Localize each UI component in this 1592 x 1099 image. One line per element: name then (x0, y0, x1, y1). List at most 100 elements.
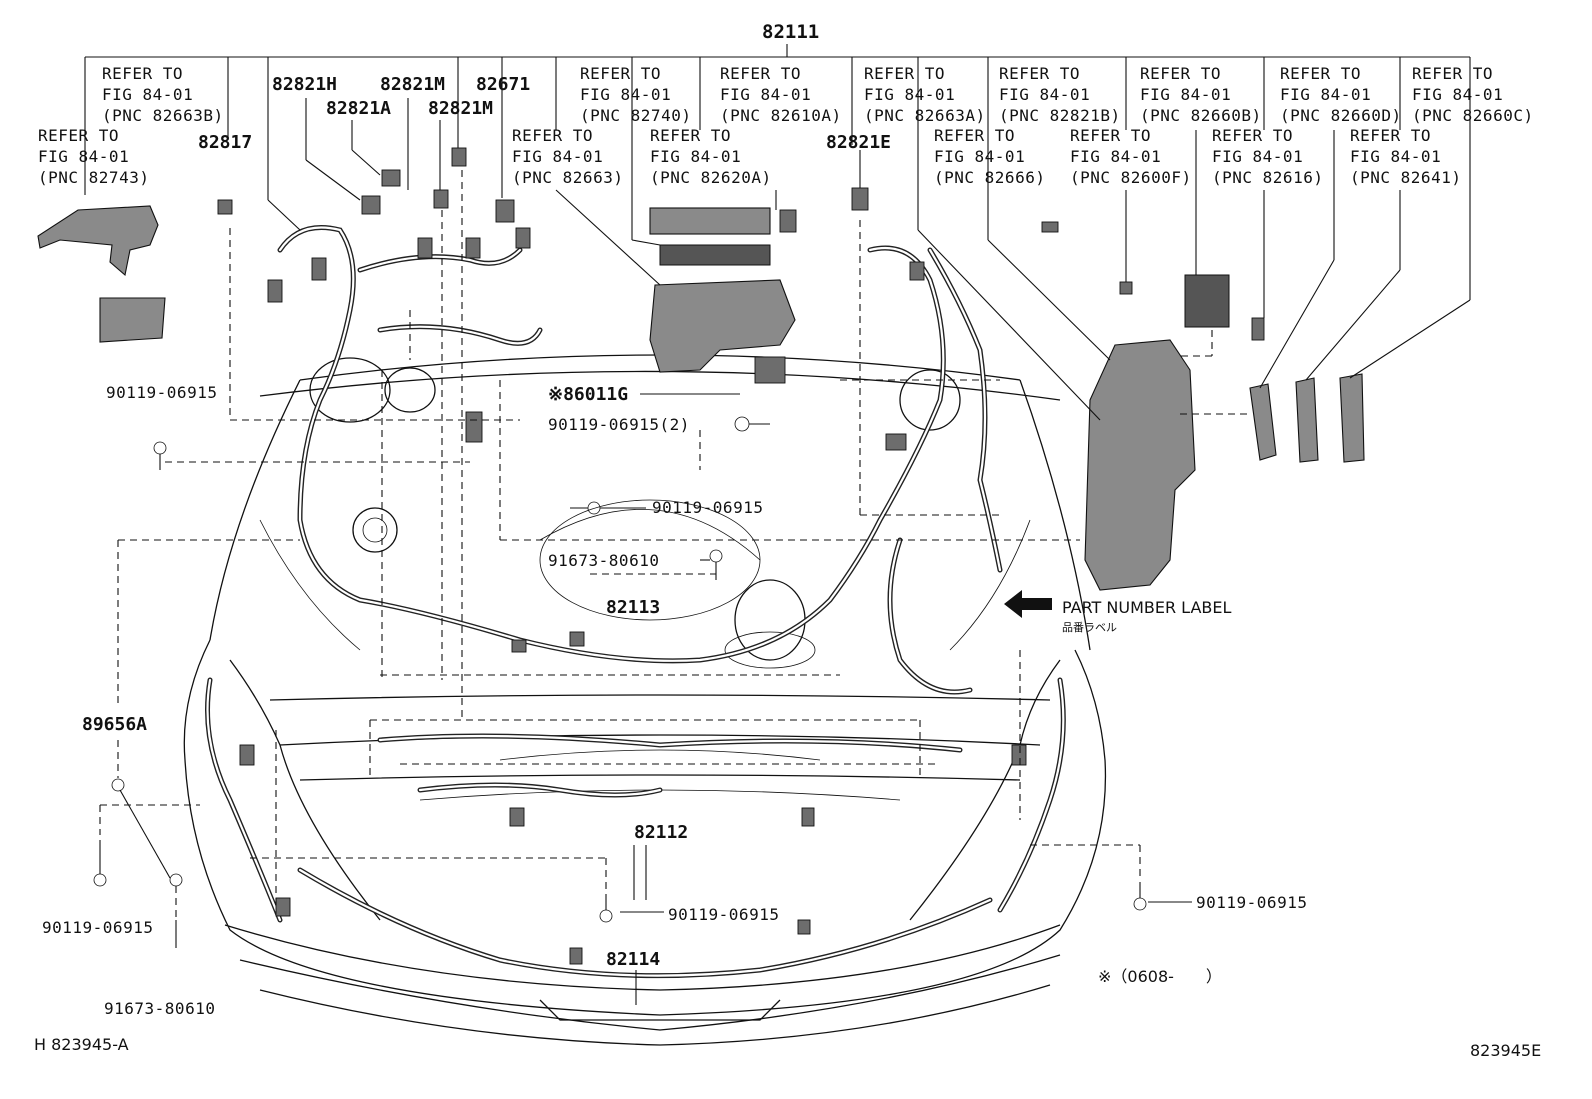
svg-text:FIG 84-01: FIG 84-01 (864, 85, 955, 104)
footnote: ※（0608- ） (1098, 967, 1222, 986)
callout-ref-82616: REFER TO FIG 84-01 (PNC 82616) (1212, 126, 1323, 187)
bolts (93, 416, 1147, 948)
engine-harness (277, 225, 1003, 695)
diagram-id-left: H 823945-A (34, 1035, 129, 1054)
part-label-82113: 82113 (606, 597, 660, 618)
svg-text:FIG 84-01: FIG 84-01 (650, 147, 741, 166)
svg-text:REFER TO: REFER TO (1212, 126, 1293, 145)
callout-ref-82663b: REFER TO FIG 84-01 (PNC 82663B) (102, 64, 224, 125)
svg-text:(PNC 82663): (PNC 82663) (512, 168, 623, 187)
part-label-90119-06915-left-bot: 90119-06915 (42, 918, 153, 937)
svg-text:FIG 84-01: FIG 84-01 (999, 85, 1090, 104)
part-label-91673-80610-left: 91673-80610 (104, 999, 215, 1018)
svg-text:(PNC 82610A): (PNC 82610A) (720, 106, 842, 125)
svg-text:FIG 84-01: FIG 84-01 (720, 85, 811, 104)
relay-block-82740 (649, 207, 797, 266)
svg-text:FIG 84-01: FIG 84-01 (102, 85, 193, 104)
callout-ref-82610a: REFER TO FIG 84-01 (PNC 82610A) (720, 64, 842, 125)
part-label-82112: 82112 (634, 822, 688, 843)
main-part-number: 82111 (762, 21, 819, 43)
svg-text:(PNC 82660D): (PNC 82660D) (1280, 106, 1402, 125)
main-part-bracket: 82111 (84, 21, 1471, 300)
svg-text:REFER TO: REFER TO (720, 64, 801, 83)
callout-ref-82663: REFER TO FIG 84-01 (PNC 82663) (512, 126, 623, 187)
svg-text:REFER TO: REFER TO (512, 126, 593, 145)
svg-text:(PNC 82743): (PNC 82743) (38, 168, 149, 187)
svg-text:REFER TO: REFER TO (934, 126, 1015, 145)
svg-text:FIG 84-01: FIG 84-01 (512, 147, 603, 166)
junction-block-right (1084, 274, 1265, 591)
relays-82660 (1249, 373, 1365, 463)
part-label-90119-06915-mid: 90119-06915 (652, 498, 763, 517)
svg-text:(PNC 82663B): (PNC 82663B) (102, 106, 224, 125)
part-label-82821m-2: 82821M (428, 98, 493, 119)
part-label-91673-80610-mid: 91673-80610 (548, 551, 659, 570)
svg-text:FIG 84-01: FIG 84-01 (1212, 147, 1303, 166)
svg-text:(PNC 82660C): (PNC 82660C) (1412, 106, 1534, 125)
front-harness (205, 677, 1066, 979)
arrow-icon (1004, 590, 1052, 618)
part-label-90119-06915-left-top: 90119-06915 (106, 383, 217, 402)
part-label-90119-06915-2: 90119-06915(2) (548, 415, 690, 434)
part-label-82821m-1: 82821M (380, 74, 445, 95)
callout-ref-82663a: REFER TO FIG 84-01 (PNC 82663A) (864, 64, 986, 125)
diagram-id-right: 823945E (1470, 1041, 1541, 1060)
svg-text:(PNC 82616): (PNC 82616) (1212, 168, 1323, 187)
svg-text:FIG 84-01: FIG 84-01 (1350, 147, 1441, 166)
svg-text:FIG 84-01: FIG 84-01 (1070, 147, 1161, 166)
part-label-86011g: ※86011G (548, 384, 628, 405)
svg-text:REFER TO: REFER TO (1350, 126, 1431, 145)
callout-ref-82743: REFER TO FIG 84-01 (PNC 82743) (38, 126, 149, 187)
callout-ref-82666: REFER TO FIG 84-01 (PNC 82666) (934, 126, 1045, 187)
part-number-label-caption: PART NUMBER LABEL (1062, 598, 1231, 617)
part-label-82821a: 82821A (326, 98, 391, 119)
part-label-82817: 82817 (198, 132, 252, 153)
part-label-90119-06915-right: 90119-06915 (1196, 893, 1307, 912)
svg-text:FIG 84-01: FIG 84-01 (1140, 85, 1231, 104)
callout-ref-82660d: REFER TO FIG 84-01 (PNC 82660D) (1280, 64, 1402, 125)
part-label-82114: 82114 (606, 949, 660, 970)
svg-text:REFER TO: REFER TO (864, 64, 945, 83)
callout-ref-82600f: REFER TO FIG 84-01 (PNC 82600F) (1070, 126, 1192, 187)
svg-text:FIG 84-01: FIG 84-01 (934, 147, 1025, 166)
small-connectors (217, 147, 1133, 965)
part-label-82821e: 82821E (826, 132, 891, 153)
svg-text:FIG 84-01: FIG 84-01 (580, 85, 671, 104)
svg-text:(PNC 82600F): (PNC 82600F) (1070, 168, 1192, 187)
callout-ref-82821b: REFER TO FIG 84-01 (PNC 82821B) (999, 64, 1121, 125)
svg-text:FIG 84-01: FIG 84-01 (1280, 85, 1371, 104)
part-label-89656a: 89656A (82, 714, 147, 735)
svg-text:(PNC 82821B): (PNC 82821B) (999, 106, 1121, 125)
svg-text:REFER TO: REFER TO (102, 64, 183, 83)
leader-lines (84, 98, 1471, 1005)
svg-text:REFER TO: REFER TO (38, 126, 119, 145)
callout-ref-82641: REFER TO FIG 84-01 (PNC 82641) (1350, 126, 1461, 187)
part-number-label-caption-jp: 品番ラベル (1062, 621, 1117, 634)
car-body-outline (183, 354, 1107, 1046)
svg-text:(PNC 82663A): (PNC 82663A) (864, 106, 986, 125)
callout-ref-82740: REFER TO FIG 84-01 (PNC 82740) (580, 64, 691, 125)
svg-text:(PNC 82740): (PNC 82740) (580, 106, 691, 125)
svg-text:REFER TO: REFER TO (1412, 64, 1493, 83)
svg-text:(PNC 82620A): (PNC 82620A) (650, 168, 772, 187)
svg-text:REFER TO: REFER TO (1280, 64, 1361, 83)
svg-text:REFER TO: REFER TO (650, 126, 731, 145)
svg-text:(PNC 82666): (PNC 82666) (934, 168, 1045, 187)
svg-text:REFER TO: REFER TO (999, 64, 1080, 83)
bracket-82743 (37, 205, 166, 343)
callout-ref-82660b: REFER TO FIG 84-01 (PNC 82660B) (1140, 64, 1262, 125)
callout-ref-82660c: REFER TO FIG 84-01 (PNC 82660C) (1412, 64, 1534, 125)
svg-text:FIG 84-01: FIG 84-01 (38, 147, 129, 166)
svg-text:REFER TO: REFER TO (1140, 64, 1221, 83)
svg-text:REFER TO: REFER TO (1070, 126, 1151, 145)
svg-text:(PNC 82660B): (PNC 82660B) (1140, 106, 1262, 125)
part-label-82821h: 82821H (272, 74, 337, 95)
svg-text:FIG 84-01: FIG 84-01 (1412, 85, 1503, 104)
part-label-90119-06915-bottom: 90119-06915 (668, 905, 779, 924)
svg-text:REFER TO: REFER TO (580, 64, 661, 83)
dashed-guide-lines (99, 170, 1250, 920)
part-label-82671: 82671 (476, 74, 530, 95)
svg-text:(PNC 82641): (PNC 82641) (1350, 168, 1461, 187)
callout-ref-82620a: REFER TO FIG 84-01 (PNC 82620A) (650, 126, 772, 187)
